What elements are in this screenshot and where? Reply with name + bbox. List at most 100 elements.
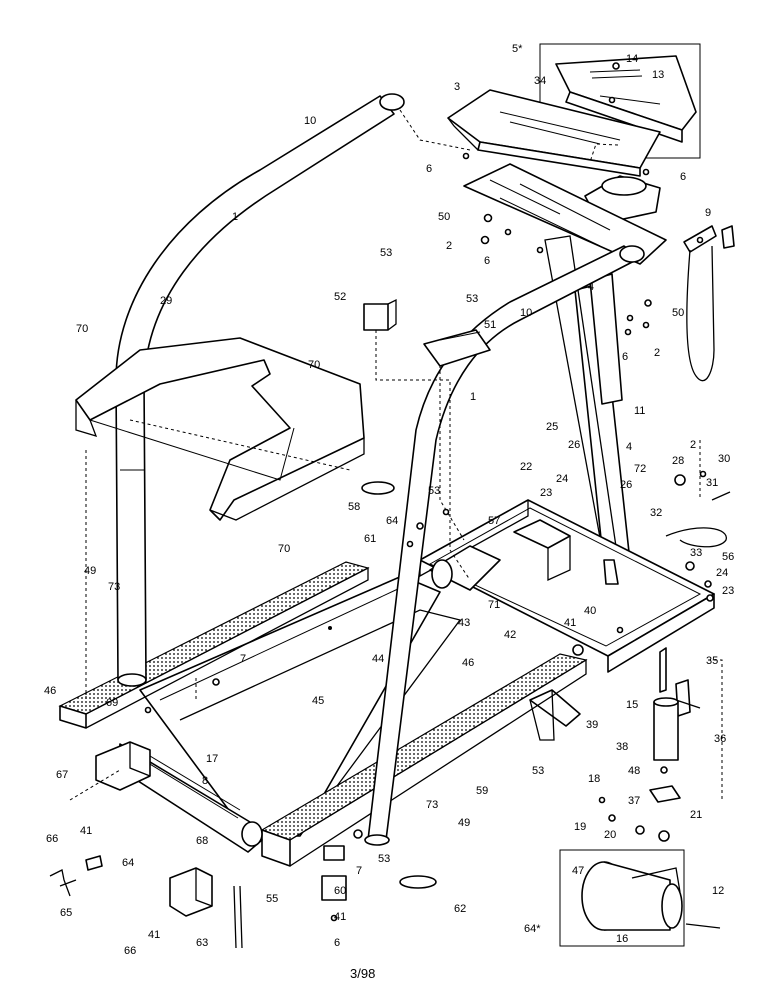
callout-28: 28 xyxy=(672,455,684,467)
callout-66-a: 66 xyxy=(46,833,58,845)
callout-14: 14 xyxy=(626,53,638,65)
frame xyxy=(419,499,715,693)
callout-39: 39 xyxy=(586,719,598,731)
callout-46-a: 46 xyxy=(462,657,474,669)
callout-3: 3 xyxy=(454,81,460,93)
callout-30: 30 xyxy=(718,453,730,465)
callout-63: 63 xyxy=(196,937,208,949)
callout-43: 43 xyxy=(458,617,470,629)
callout-24-b: 24 xyxy=(716,567,728,579)
belt-45 xyxy=(179,609,462,837)
date-code: 3/98 xyxy=(350,966,375,981)
callout-68: 68 xyxy=(196,835,208,847)
callout-53-c: 53 xyxy=(428,485,440,497)
callout-29: 29 xyxy=(160,295,172,307)
callout-42: 42 xyxy=(504,629,516,641)
callout-13: 13 xyxy=(652,69,664,81)
callout-19: 19 xyxy=(574,821,586,833)
callout-1-right: 1 xyxy=(470,391,476,403)
callout-6-b: 6 xyxy=(680,171,686,183)
callout-35: 35 xyxy=(706,655,718,667)
callout-64-b: 64 xyxy=(122,857,134,869)
callout-labels: 5* 14 13 3 34 10 6 6 1 50 2 9 6 53 29 52… xyxy=(44,43,734,957)
motor-43 xyxy=(429,545,501,591)
callout-17: 17 xyxy=(206,753,218,765)
callout-50-a: 50 xyxy=(438,211,450,223)
callout-7-b: 7 xyxy=(356,865,362,877)
callout-65: 65 xyxy=(60,907,72,919)
callout-6-e: 6 xyxy=(334,937,340,949)
callout-11: 11 xyxy=(634,405,645,417)
callout-16: 16 xyxy=(616,933,628,945)
callout-49-a: 49 xyxy=(84,565,96,577)
callout-67: 67 xyxy=(56,769,68,781)
bracket-9 xyxy=(683,225,735,382)
leg-38 xyxy=(649,697,681,803)
callout-58: 58 xyxy=(348,501,360,513)
callout-73-a: 73 xyxy=(108,581,120,593)
callout-26-b: 26 xyxy=(620,479,632,491)
roller-cover-67 xyxy=(95,741,151,791)
callout-41-a: 41 xyxy=(564,617,576,629)
hardware-items xyxy=(49,298,731,949)
callout-50-b: 50 xyxy=(672,307,684,319)
callout-66-b: 66 xyxy=(124,945,136,957)
callout-12: 12 xyxy=(712,885,724,897)
callout-21: 21 xyxy=(690,809,702,821)
callout-6-c: 6 xyxy=(484,255,490,267)
console-plate xyxy=(462,152,667,265)
callout-4-b: 4 xyxy=(626,441,632,453)
callout-8: 8 xyxy=(202,775,208,787)
callout-60: 60 xyxy=(334,885,346,897)
callout-4-a: 4 xyxy=(588,281,594,293)
callout-37: 37 xyxy=(628,795,640,807)
callout-70-b: 70 xyxy=(308,359,320,371)
callout-36: 36 xyxy=(714,733,726,745)
callout-23-a: 23 xyxy=(540,487,552,499)
callout-9: 9 xyxy=(705,207,711,219)
rail-right xyxy=(260,653,588,867)
callout-55: 55 xyxy=(266,893,278,905)
callout-45: 45 xyxy=(312,695,324,707)
callout-20: 20 xyxy=(604,829,616,841)
callout-59: 59 xyxy=(476,785,488,797)
callout-38: 38 xyxy=(616,741,628,753)
callout-10-mid: 10 xyxy=(520,307,532,319)
wheel-bracket-36 xyxy=(675,679,701,717)
rear-roller-16 xyxy=(559,849,721,947)
callout-70-c: 70 xyxy=(278,543,290,555)
callout-64-star: 64* xyxy=(524,923,541,935)
callout-33: 33 xyxy=(690,547,702,559)
callout-41-b: 41 xyxy=(80,825,92,837)
callout-25: 25 xyxy=(546,421,558,433)
callout-53-b: 53 xyxy=(466,293,478,305)
callout-57: 57 xyxy=(488,515,500,527)
callout-26-a: 26 xyxy=(568,439,580,451)
callout-53-a: 53 xyxy=(380,247,392,259)
callout-48: 48 xyxy=(628,765,640,777)
callout-69: 69 xyxy=(106,697,118,709)
callout-23-b: 23 xyxy=(722,585,734,597)
callout-5star: 5* xyxy=(512,43,523,55)
callout-56: 56 xyxy=(722,551,734,563)
callout-40: 40 xyxy=(584,605,596,617)
callout-44: 44 xyxy=(372,653,384,665)
callout-72: 72 xyxy=(634,463,646,475)
callout-2-b: 2 xyxy=(654,347,660,359)
callout-22: 22 xyxy=(520,461,532,473)
callout-31: 31 xyxy=(706,477,718,489)
callout-46-b: 46 xyxy=(44,685,56,697)
callout-53-d: 53 xyxy=(532,765,544,777)
callout-62: 62 xyxy=(454,903,466,915)
handrail-left xyxy=(115,93,405,687)
callout-71: 71 xyxy=(488,599,500,611)
callout-73-b: 73 xyxy=(426,799,438,811)
callout-70-a: 70 xyxy=(76,323,88,335)
callout-10-top: 10 xyxy=(304,115,316,127)
callout-24-a: 24 xyxy=(556,473,568,485)
callout-6-d: 6 xyxy=(622,351,628,363)
callout-34: 34 xyxy=(534,75,546,87)
callout-7-a: 7 xyxy=(240,653,246,665)
